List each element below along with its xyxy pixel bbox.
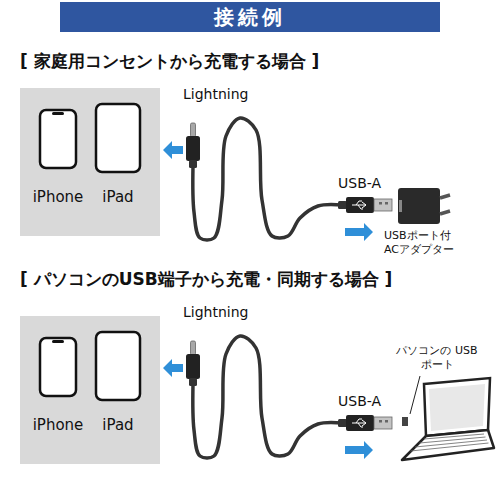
title-text: 接続例 [214, 4, 286, 31]
ac-adapter: USBポート付 ACアダプター [378, 183, 464, 273]
key-row [415, 440, 487, 447]
ipad-icon [96, 104, 140, 172]
usb-metal-hole [385, 202, 388, 205]
lightning-tip [191, 123, 196, 137]
keyboard [411, 434, 489, 451]
strain-relief [189, 160, 197, 168]
connector-label: USB-A [338, 393, 381, 409]
shape-outline [20, 88, 160, 240]
cable-set [186, 336, 392, 458]
strain-relief [338, 201, 347, 209]
panel-fill [20, 316, 160, 464]
usb-metal-hole [379, 420, 382, 423]
device-panel: iPhoneiPad [20, 316, 160, 468]
device-name: iPad [92, 416, 144, 468]
leader-line [410, 376, 420, 414]
iphone-icon [40, 110, 76, 168]
key-row [420, 437, 486, 443]
band-fill [60, 2, 440, 32]
lightning-body [186, 354, 200, 379]
device-panel: iPhoneiPad [20, 88, 160, 240]
connector-label: Lightning [183, 86, 248, 102]
usb-body [346, 197, 374, 213]
ipad-icon [96, 332, 140, 400]
iphone-notch [52, 340, 64, 343]
usb-port [402, 417, 408, 426]
laptop-base [402, 430, 494, 460]
device-name: iPhone [24, 416, 92, 468]
connector-label: USB-A [338, 175, 381, 191]
usb-metal [374, 199, 392, 211]
usb-body [346, 415, 374, 431]
key-row [411, 443, 489, 451]
cable [193, 118, 342, 240]
lightning-tip [191, 341, 196, 355]
device-label: パソコンの USBポート [380, 344, 496, 372]
adapter-body [398, 188, 440, 224]
usb-symbol [352, 419, 366, 427]
strain-relief [189, 378, 197, 386]
usb-metal-hole [379, 202, 382, 205]
usb-metal [374, 417, 392, 429]
iphone-notch [52, 112, 64, 115]
direction-arrow [345, 441, 373, 459]
section-heading: [ 家庭用コンセントから充電する場合 ] [20, 52, 319, 72]
lightning-body [186, 136, 200, 161]
cable-set [186, 118, 392, 240]
usb-metal-hole [385, 420, 388, 423]
usb-symbol [352, 201, 366, 209]
laptop-screen [424, 378, 490, 436]
direction-arrow [345, 223, 373, 241]
direction-arrow [163, 359, 183, 377]
direction-arrow [163, 141, 183, 159]
title-band: 接続例 [60, 2, 440, 32]
panel-fill [20, 88, 160, 236]
iphone-icon [40, 338, 76, 396]
strain-relief [338, 419, 347, 427]
plug-prongs [440, 195, 450, 214]
device-name: iPad [92, 188, 144, 240]
laptop-display [429, 384, 485, 431]
shape-outline [20, 316, 160, 468]
device-name: iPhone [24, 188, 92, 240]
adapter-port [399, 200, 402, 212]
cable [193, 336, 342, 458]
laptop-pc: パソコンの USBポート [380, 344, 496, 468]
shape-outline [378, 183, 464, 273]
section-heading: [ パソコンのUSB端子から充電・同期する場合 ] [20, 270, 392, 290]
connector-label: Lightning [183, 304, 248, 320]
device-label: USBポート付 ACアダプター [378, 229, 464, 257]
